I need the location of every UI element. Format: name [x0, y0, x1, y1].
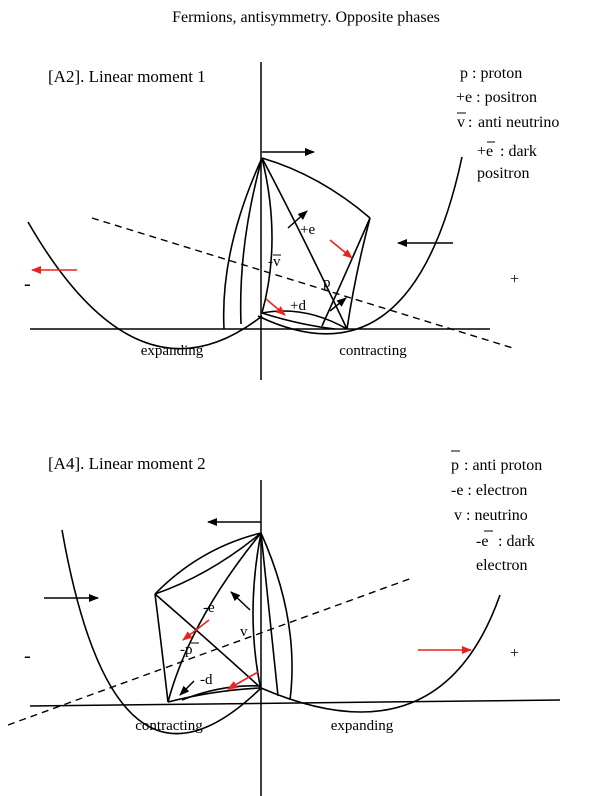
- panel-a4-legend: p : anti proton -e : electron v : neutri…: [451, 450, 542, 574]
- arrow-dark-electron: [179, 680, 195, 696]
- red-arrow-dark: [265, 298, 286, 316]
- sign-plus: +: [510, 271, 519, 288]
- sign-minus: -: [24, 645, 31, 667]
- diagram-title: Fermions, antisymmetry. Opposite phases: [172, 9, 440, 26]
- red-arrow-proton: [329, 239, 353, 259]
- label-anti-neutrino: -v: [268, 254, 281, 270]
- svg-text::: :: [468, 114, 472, 131]
- legend-text: anti neutrino: [478, 114, 559, 131]
- legend-symbol: v: [457, 114, 465, 131]
- arrow-neutrino: [230, 591, 251, 611]
- red-arrow-electron: [182, 619, 210, 641]
- label-contracting: contracting: [135, 718, 203, 734]
- sign-minus: -: [24, 273, 31, 295]
- legend-item-dark-positron: +e : dark positron: [477, 141, 537, 182]
- arrow-proton: [329, 297, 347, 312]
- horizontal-axis: [29, 699, 561, 707]
- sign-plus: +: [510, 645, 519, 662]
- particle-cone: [154, 532, 293, 703]
- left-parabola: [61, 529, 262, 735]
- label-electron: -e: [203, 600, 215, 616]
- legend-item-positron: +e : positron: [456, 89, 537, 106]
- label-neutrino: v: [240, 624, 248, 640]
- legend-item-anti-proton: p : anti proton: [451, 450, 542, 474]
- legend-text-2: electron: [476, 557, 528, 574]
- label-dark-electron: -d: [200, 672, 213, 688]
- legend-symbol: p: [451, 457, 459, 474]
- label-expanding: expanding: [141, 343, 204, 359]
- panel-a4-heading: [A4]. Linear moment 2: [48, 454, 206, 473]
- legend-item-anti-neutrino: v : anti neutrino: [457, 112, 559, 131]
- arrow-positron: [287, 210, 308, 229]
- dashed-line: [91, 217, 517, 350]
- panel-a2-heading: [A2]. Linear moment 1: [48, 67, 206, 86]
- legend-item-proton: p : proton: [460, 65, 522, 82]
- legend-item-electron: -e : electron: [451, 482, 527, 499]
- label-expanding: expanding: [331, 718, 394, 734]
- panel-a4: [A4]. Linear moment 2 p : anti proton -e…: [7, 450, 561, 796]
- right-parabola: [260, 594, 501, 713]
- label-dark-positron: +d: [290, 298, 306, 314]
- right-parabola: [257, 156, 463, 335]
- panel-a2-legend: p : proton +e : positron v : anti neutri…: [456, 65, 559, 182]
- label-anti-proton: -p: [180, 642, 193, 658]
- legend-text: : dark: [500, 143, 537, 160]
- red-arrow-dark: [227, 671, 259, 690]
- left-parabola: [27, 221, 263, 350]
- label-positron: +e: [300, 222, 315, 238]
- legend-text-2: positron: [477, 165, 529, 182]
- label-proton: p: [323, 275, 331, 291]
- legend-symbol: +e: [477, 143, 493, 160]
- legend-item-dark-electron: -e : dark electron: [476, 530, 535, 574]
- panel-a2: [A2]. Linear moment 1 p : proton +e : po…: [24, 62, 559, 380]
- legend-symbol: -e: [476, 533, 488, 550]
- label-contracting: contracting: [339, 343, 407, 359]
- legend-item-neutrino: v : neutrino: [454, 507, 528, 524]
- legend-text: : anti proton: [464, 457, 542, 474]
- legend-text: : dark: [498, 533, 535, 550]
